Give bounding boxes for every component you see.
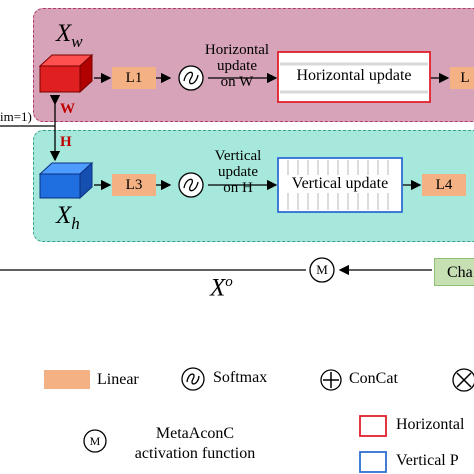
- softmax-icon-top: [178, 65, 204, 91]
- legend-concat-icon: [320, 369, 342, 391]
- xw-label: Xw: [56, 20, 83, 51]
- legend-concat-label: ConCat: [349, 370, 398, 387]
- concat-box: Cha: [434, 258, 474, 286]
- w-label: W: [60, 101, 75, 117]
- l3-box: L3: [112, 174, 156, 196]
- legend-horizontal-label: Horizontal: [396, 416, 465, 433]
- xh-label: Xh: [56, 202, 80, 233]
- legend-softmax-label: Softmax: [213, 369, 268, 386]
- vertical-update-label: Vertical update on H: [214, 148, 262, 196]
- legend-vertical-swatch: [359, 451, 387, 473]
- vertical-update-box-label: Vertical update: [284, 175, 396, 193]
- legend-multiply-icon: [452, 368, 474, 392]
- softmax-icon-bottom: [178, 172, 204, 198]
- horizontal-update-label: Horizontal update on W: [204, 42, 270, 90]
- legend-linear-label: Linear: [97, 371, 139, 388]
- l1-box: L1: [112, 67, 156, 89]
- l4-box: L4: [422, 174, 466, 196]
- legend-metaaconc-label: MetaAconC activation function: [134, 425, 256, 462]
- horizontal-update-box-label: Horizontal update: [284, 67, 424, 85]
- l2-box: L: [450, 67, 474, 89]
- legend-metaaconc-symbol: M: [89, 434, 101, 448]
- legend-linear-swatch: [44, 370, 90, 389]
- metaaconc-op-icon: [309, 257, 335, 283]
- legend-softmax-icon: [181, 367, 205, 391]
- blue-cube-icon: [38, 161, 94, 200]
- legend-horizontal-swatch: [359, 415, 387, 437]
- legend-metaaconc-icon: [83, 429, 107, 453]
- h-label: H: [60, 134, 72, 150]
- xo-label: Xo: [210, 274, 233, 302]
- dim-label: im=1): [0, 109, 32, 124]
- legend-vertical-label: Vertical P: [396, 452, 459, 469]
- red-cube-icon: [38, 53, 94, 94]
- metaaconc-op-symbol: M: [316, 262, 328, 277]
